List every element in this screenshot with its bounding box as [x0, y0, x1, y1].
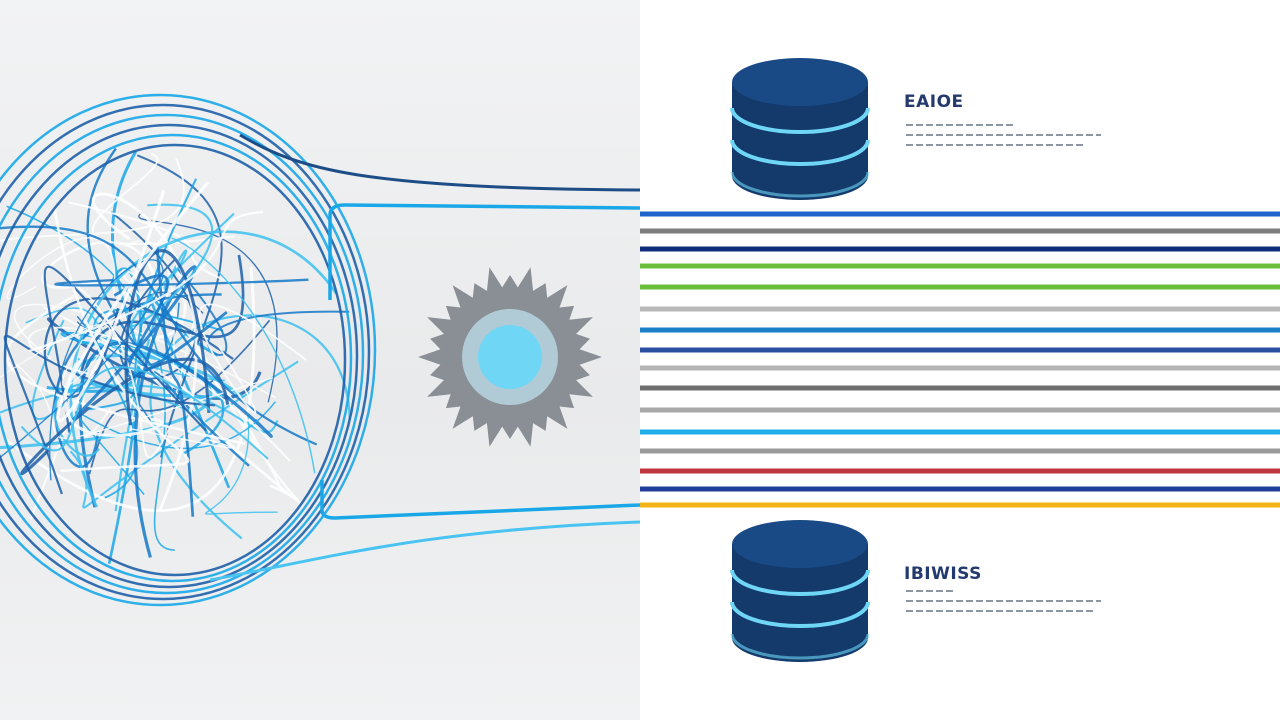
tangled-wire	[0, 324, 111, 387]
tangled-wire	[56, 181, 210, 423]
data-streams-illustration	[640, 211, 1280, 508]
tangled-wire	[54, 278, 309, 287]
tangled-wire	[113, 274, 228, 378]
tangled-wire	[29, 390, 112, 520]
database-bottom-description	[906, 590, 1106, 620]
database-ring	[730, 107, 870, 134]
tangled-wire	[69, 265, 197, 558]
gear-icon	[418, 267, 602, 447]
database-ring	[730, 601, 870, 628]
tangled-wire	[53, 208, 190, 473]
database-body	[732, 544, 868, 662]
tangled-wire	[43, 306, 194, 397]
tangled-wire	[129, 427, 233, 449]
tangled-wire	[91, 192, 198, 512]
database-top-label: EAIOE	[904, 92, 964, 112]
tangled-wire	[20, 366, 269, 460]
tangled-wire	[6, 237, 116, 300]
tangled-wire	[155, 245, 195, 517]
organized-data-panel: EAIOE IBIWISS	[640, 0, 1280, 720]
exit-wire	[209, 520, 640, 582]
exit-wires	[209, 133, 640, 582]
database-top-description	[906, 124, 1106, 154]
database-body	[732, 82, 868, 200]
tangled-wire	[4, 266, 256, 513]
tangled-wire	[124, 249, 211, 426]
tangled-wire	[121, 268, 285, 493]
tangled-wire	[92, 152, 235, 245]
tangled-wire	[7, 357, 274, 440]
tangled-wire-ball	[0, 93, 377, 607]
database-bottom-label: IBIWISS	[904, 564, 982, 584]
database-ring	[730, 139, 870, 166]
tangled-wire	[0, 259, 164, 481]
database-ring	[730, 569, 870, 596]
exit-wire	[320, 480, 640, 520]
database-icon	[730, 58, 870, 200]
database-top	[732, 58, 868, 106]
tangled-wire	[28, 210, 264, 353]
database-ring	[730, 633, 870, 660]
tangled-wire	[0, 158, 185, 242]
database-ring	[730, 171, 870, 198]
tangled-wire-ring	[0, 103, 371, 601]
gear-core	[478, 325, 542, 389]
tangled-wire-ring	[0, 123, 359, 589]
tangled-wire-ring	[3, 143, 347, 577]
tangled-wire	[204, 414, 278, 515]
tangled-wire	[46, 150, 141, 393]
tangled-wire-ring	[0, 93, 377, 607]
tangled-data-panel	[0, 0, 640, 720]
database-top	[732, 520, 868, 568]
exit-wire	[239, 133, 640, 192]
tangled-wire-ring	[0, 133, 353, 583]
tangled-wire	[198, 303, 307, 414]
exit-wire	[328, 203, 640, 300]
tangled-wire	[6, 205, 175, 551]
tangled-wire	[171, 237, 316, 474]
tangled-wires-illustration	[0, 93, 640, 607]
database-icon	[730, 520, 870, 662]
tangled-wire-ring	[0, 113, 365, 595]
data-stream-lines	[640, 211, 1280, 508]
tangled-wire	[130, 203, 235, 327]
tangled-wire	[114, 249, 188, 512]
